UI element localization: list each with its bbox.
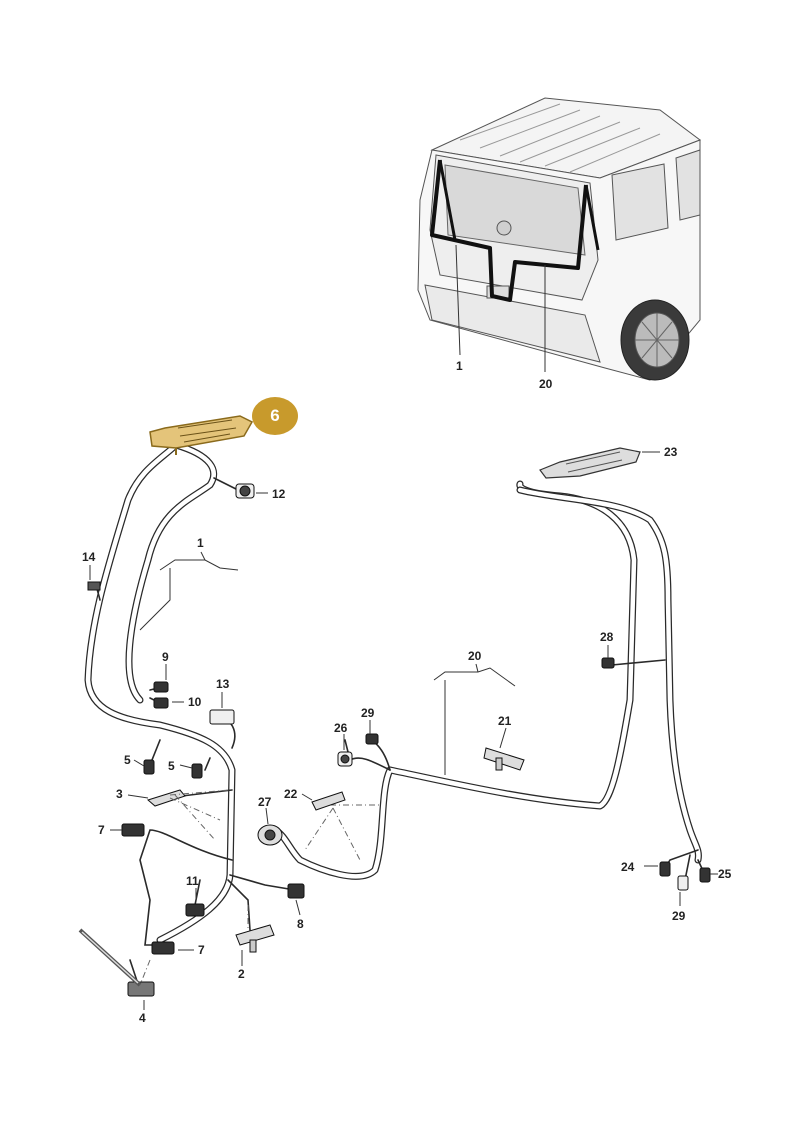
center-harness bbox=[271, 480, 638, 880]
connector-7-bottom bbox=[151, 941, 175, 955]
bracket-22 bbox=[311, 791, 346, 811]
highlight-badge-6: 6 bbox=[252, 397, 298, 435]
callout-1-harness: 1 bbox=[197, 536, 204, 550]
connector-9 bbox=[153, 681, 169, 693]
highlighted-part-6 bbox=[149, 415, 254, 455]
connector-5-left bbox=[143, 759, 155, 775]
callout-8: 8 bbox=[297, 917, 304, 931]
callout-12: 12 bbox=[272, 487, 286, 501]
callout-27: 27 bbox=[258, 795, 272, 809]
right-harness-inner bbox=[517, 487, 701, 863]
callout-22: 22 bbox=[284, 787, 298, 801]
callout-1-vehicle: 1 bbox=[456, 359, 463, 373]
connector-8 bbox=[287, 883, 305, 899]
holder-4 bbox=[127, 981, 155, 997]
vehicle-harness-20 bbox=[430, 159, 588, 302]
bracket-21 bbox=[483, 747, 525, 771]
callout-23: 23 bbox=[664, 445, 678, 459]
callout-2: 2 bbox=[238, 967, 245, 981]
callout-3: 3 bbox=[116, 787, 123, 801]
callout-4: 4 bbox=[139, 1011, 146, 1025]
connector-28 bbox=[601, 657, 615, 669]
callout-26: 26 bbox=[334, 721, 348, 735]
callout-7-bottom: 7 bbox=[198, 943, 205, 957]
connector-14 bbox=[87, 581, 101, 591]
center-right-connectors bbox=[257, 447, 711, 891]
callout-29-center: 29 bbox=[361, 706, 375, 720]
callout-7-top: 7 bbox=[98, 823, 105, 837]
callout-20-vehicle: 20 bbox=[539, 377, 553, 391]
callout-10: 10 bbox=[188, 695, 202, 709]
part-23 bbox=[539, 447, 641, 479]
callout-28: 28 bbox=[600, 630, 614, 644]
left-connectors bbox=[87, 483, 305, 997]
connector-29-right bbox=[677, 875, 689, 891]
callout-24: 24 bbox=[621, 860, 635, 874]
connector-13 bbox=[209, 709, 235, 725]
callout-5-left: 5 bbox=[124, 753, 131, 767]
leader-lines bbox=[89, 451, 718, 1010]
connector-11 bbox=[185, 903, 205, 917]
callout-13: 13 bbox=[216, 677, 230, 691]
callout-14: 14 bbox=[82, 550, 96, 564]
connector-7-top bbox=[121, 823, 145, 837]
assembly-lines bbox=[139, 789, 380, 986]
callout-25: 25 bbox=[718, 867, 732, 881]
callout-20-harness: 20 bbox=[468, 649, 482, 663]
callout-5-right: 5 bbox=[168, 759, 175, 773]
callout-9: 9 bbox=[162, 650, 169, 664]
connector-5-right bbox=[191, 763, 203, 779]
callout-21: 21 bbox=[498, 714, 512, 728]
bracket-2 bbox=[235, 924, 275, 946]
bracket-3 bbox=[146, 789, 186, 807]
connector-10 bbox=[153, 697, 169, 709]
center-harness-inner bbox=[272, 481, 637, 879]
callout-11: 11 bbox=[186, 874, 199, 888]
connector-29 bbox=[365, 733, 379, 745]
callout-29-right: 29 bbox=[672, 909, 686, 923]
connector-25 bbox=[699, 867, 711, 883]
vehicle-rear-illustration bbox=[417, 97, 702, 381]
vehicle-harness-1 bbox=[438, 159, 600, 251]
connector-24 bbox=[659, 861, 671, 877]
